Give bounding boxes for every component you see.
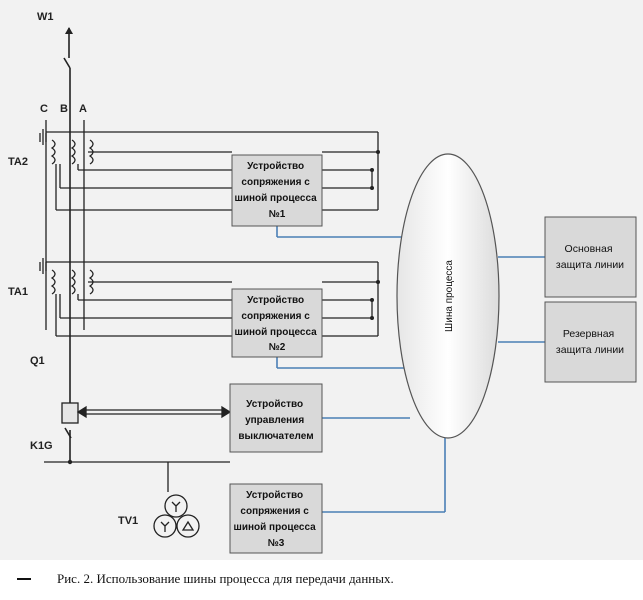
k1g-switch: [44, 461, 230, 492]
k1g-label: K1G: [30, 440, 53, 452]
merging-unit-2-line: Устройство сопряжения с шиной процесса №…: [235, 295, 320, 353]
merging-unit-3: Устройство сопряжения с шиной процесса №…: [229, 483, 323, 554]
w1-label: W1: [37, 11, 54, 23]
ta2-junctions: [370, 150, 380, 190]
main-protection-line: Основная защита линии: [556, 243, 624, 271]
tv1-label: TV1: [118, 515, 138, 527]
backup-protection-line: Резервная защита линии: [556, 328, 624, 356]
caption-dash: [17, 578, 31, 580]
ta2-transformer: [39, 129, 379, 211]
breaker-controller: Устройство управления выключателем: [229, 383, 323, 453]
merging-unit-1: Устройство сопряжения с шиной процесса №…: [231, 154, 323, 227]
feeder-w1: [63, 27, 73, 462]
breaker-drive-symbol: [61, 402, 79, 424]
breaker-control-link: [76, 405, 232, 419]
figure-caption: Рис. 2. Использование шины процесса для …: [57, 571, 394, 586]
ta1-junctions: [370, 280, 380, 320]
phase-a-label: A: [79, 103, 87, 115]
process-bus: Шина процесса: [396, 153, 500, 439]
caption-bar: [0, 560, 643, 600]
process-bus-links: [276, 226, 545, 513]
merging-unit-2: Устройство сопряжения с шиной процесса №…: [231, 288, 323, 358]
phase-c-label: C: [40, 103, 48, 115]
merging-unit-1-line: Устройство сопряжения с шиной процесса №…: [235, 161, 320, 220]
breaker-controller-line: Устройство управления выключателем: [238, 399, 313, 442]
q1-label: Q1: [30, 355, 45, 367]
backup-protection: Резервная защита линии: [544, 301, 637, 383]
phase-conductors: [45, 120, 85, 330]
main-protection: Основная защита линии: [544, 216, 637, 298]
process-bus-label: Шина процесса: [444, 260, 455, 332]
merging-unit-3-line: Устройство сопряжения с шиной процесса №…: [234, 490, 319, 549]
phase-b-label: B: [60, 103, 68, 115]
ta1-label: TA1: [8, 286, 28, 298]
ta1-transformer: [39, 258, 379, 337]
ta2-label: TA2: [8, 156, 28, 168]
k1g-junction: [67, 459, 73, 465]
process-bus-diagram: W1 C B A TA2: [8, 11, 637, 554]
tv1-transformer: [153, 494, 200, 538]
